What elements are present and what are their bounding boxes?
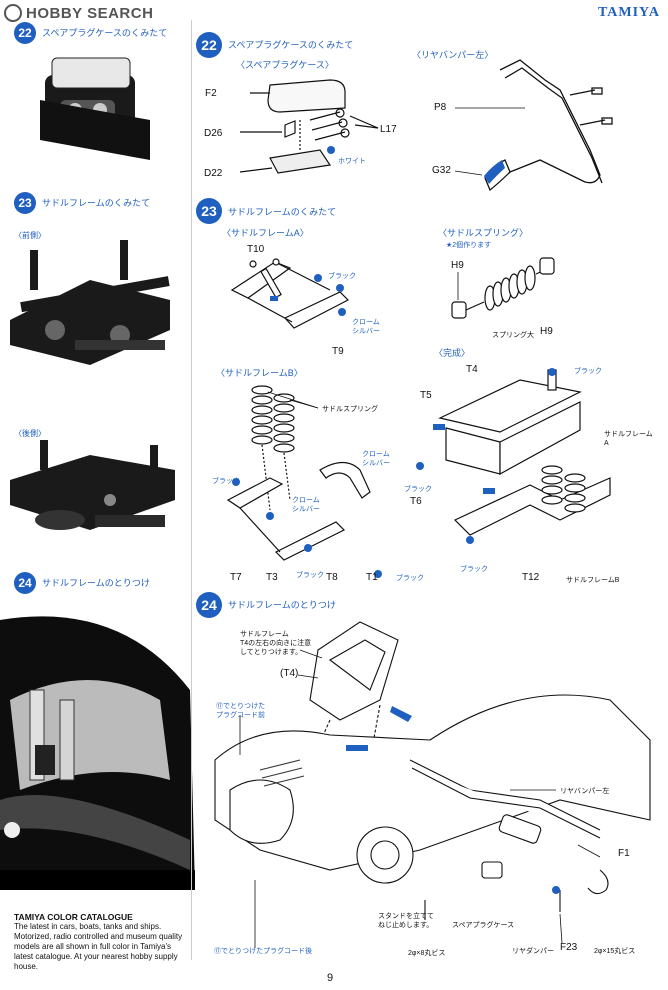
step-22-title: スペアプラグケースのくみたて bbox=[228, 40, 354, 50]
part-t6: T6 bbox=[410, 496, 422, 507]
hobby-search-logo: HOBBY SEARCH bbox=[4, 4, 153, 22]
catalogue-body: The latest in cars, boats, tanks and shi… bbox=[14, 922, 183, 971]
frame-b-label: サドルフレームB bbox=[566, 577, 620, 584]
screw-15-label: 2φ×15丸ビス bbox=[594, 948, 636, 955]
complete-black-1: ブラック bbox=[574, 368, 602, 375]
rear-label: 〈後側〉 bbox=[14, 429, 46, 438]
catalogue-title: TAMIYA COLOR CATALOGUE bbox=[14, 912, 133, 922]
stand-note: スタンドを立てて ねじ止めします。 bbox=[378, 913, 434, 929]
step-24-badge-small: 24 bbox=[14, 572, 36, 594]
part-t5: T5 bbox=[420, 390, 432, 401]
step-23-title: サドルフレームのくみたて bbox=[228, 207, 337, 217]
part-t4-install: (T4) bbox=[280, 668, 299, 679]
part-t9: T9 bbox=[332, 346, 344, 357]
part-h9-left: H9 bbox=[451, 260, 464, 271]
part-h9-right: H9 bbox=[540, 326, 553, 337]
part-d26: D26 bbox=[204, 128, 223, 139]
column-divider bbox=[191, 20, 192, 960]
step-24-title: サドルフレームのとりつけ bbox=[228, 600, 336, 610]
step-23-badge: 23 bbox=[196, 198, 222, 224]
saddle-spring-label: サドルスプリング bbox=[322, 406, 378, 413]
part-t4: T4 bbox=[466, 364, 478, 375]
frame-b-black-3: ブラック bbox=[396, 575, 424, 582]
step-22-badge-small: 22 bbox=[14, 22, 36, 44]
complete-title: 〈完成〉 bbox=[434, 348, 471, 358]
plug-cord-front: ⑰でとりつけた プラグコード前 bbox=[216, 703, 266, 719]
part-t1: T1 bbox=[366, 572, 378, 583]
logo-text: HOBBY SEARCH bbox=[26, 4, 154, 22]
part-t12: T12 bbox=[522, 572, 540, 583]
part-t8: T8 bbox=[326, 572, 338, 583]
part-d22: D22 bbox=[204, 168, 223, 179]
step-23-title-small: サドルフレームのくみたて bbox=[42, 198, 151, 208]
frame-b-black-1: ブラック bbox=[212, 478, 240, 485]
frame-a-black: ブラック bbox=[328, 273, 356, 280]
rear-bumper-left-label: リヤバンパー左 bbox=[560, 788, 610, 795]
part-f2: F2 bbox=[205, 88, 217, 99]
part-f1: F1 bbox=[618, 848, 630, 859]
plug-case-subtitle: 〈スペアプラグケース〉 bbox=[236, 60, 334, 70]
frame-b-title: 〈サドルフレームB〉 bbox=[216, 368, 303, 378]
step-24-title-small: サドルフレームのとりつけ bbox=[42, 578, 150, 588]
front-label: 〈前側〉 bbox=[14, 231, 46, 240]
part-p8: P8 bbox=[434, 102, 447, 113]
frame-b-chrome-2: クローム シルバー bbox=[292, 497, 320, 513]
part-l17: L17 bbox=[380, 124, 397, 135]
spring-big-label: スプリング大 bbox=[492, 332, 534, 339]
brand-name: TAMIYA bbox=[597, 5, 660, 20]
part-g32: G32 bbox=[432, 165, 451, 176]
page-number: 9 bbox=[327, 972, 334, 984]
install-note: サドルフレーム T4の左右の向きに注意 してとりつけます。 bbox=[240, 631, 312, 656]
rear-damper-label: リヤダンパー bbox=[512, 948, 554, 955]
spring-title: 〈サドルスプリング〉 bbox=[438, 228, 529, 238]
logo-icon bbox=[4, 4, 22, 22]
spring-note: ★2個作ります bbox=[446, 242, 492, 249]
rear-bumper-title: 〈リヤバンパー左〉 bbox=[412, 50, 494, 60]
frame-a-title: 〈サドルフレームA〉 bbox=[222, 228, 309, 238]
frame-a-chrome: クローム シルバー bbox=[352, 319, 380, 335]
frame-b-chrome-1: クローム シルバー bbox=[362, 451, 390, 467]
complete-black-3: ブラック bbox=[460, 566, 488, 573]
step-23-badge-small: 23 bbox=[14, 192, 36, 214]
step-22-title-small: スペアプラグケースのくみたて bbox=[42, 28, 168, 38]
step-24-badge: 24 bbox=[196, 592, 222, 618]
part-t10: T10 bbox=[247, 244, 265, 255]
part-t7: T7 bbox=[230, 572, 242, 583]
tamiya-catalogue-box: TAMIYA COLOR CATALOGUE The latest in car… bbox=[14, 912, 186, 972]
plug-cord-rear: ⑰でとりつけたプラグコード後 bbox=[214, 948, 313, 955]
part-f23: F23 bbox=[560, 942, 578, 953]
color-white: ホワイト bbox=[338, 158, 366, 165]
complete-black-2: ブラック bbox=[404, 486, 432, 493]
part-t3: T3 bbox=[266, 572, 278, 583]
step-22-badge: 22 bbox=[196, 32, 222, 58]
frame-b-black-2: ブラック bbox=[296, 572, 324, 579]
plug-case-label: スペアプラグケース bbox=[452, 922, 515, 929]
frame-a-label: サドルフレーム A bbox=[604, 431, 653, 447]
screw-8-label: 2φ×8丸ビス bbox=[408, 950, 446, 957]
